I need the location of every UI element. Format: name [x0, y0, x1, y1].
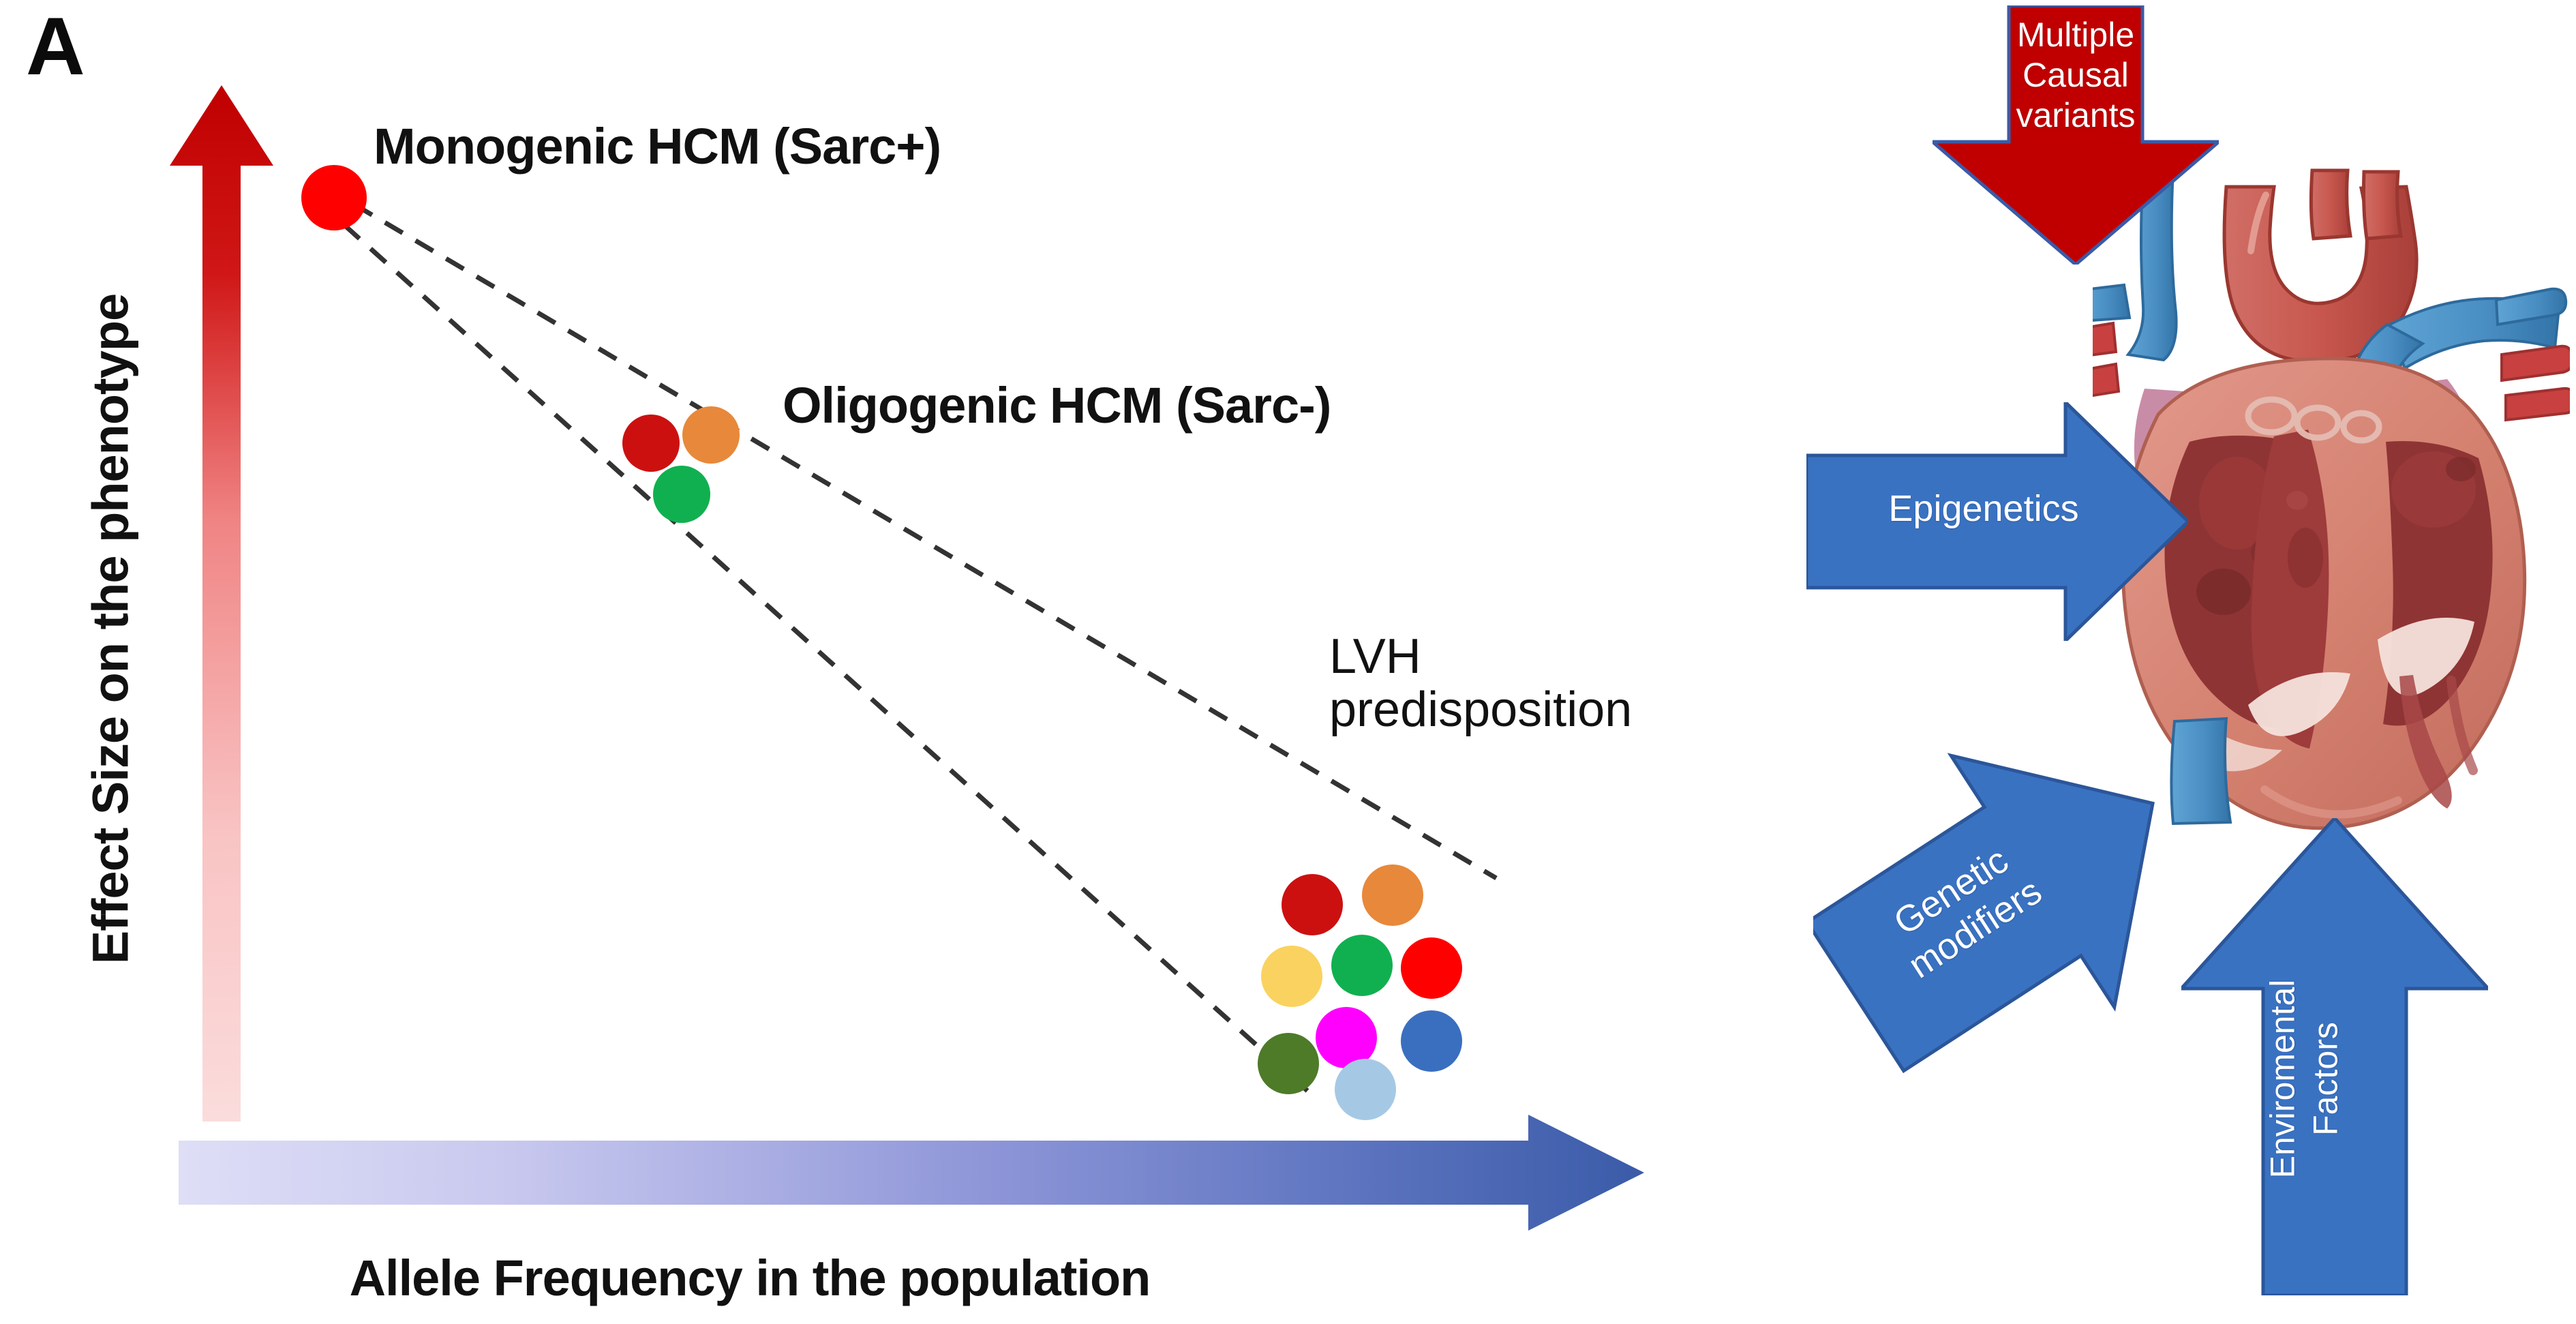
scatter-dot-lvh_predisposition-2 — [1331, 935, 1393, 996]
monogenic-label: Monogenic HCM (Sarc+) — [374, 118, 941, 175]
scatter-dot-lvh_predisposition-3 — [1401, 937, 1462, 999]
epigenetics-arrow — [1806, 402, 2188, 641]
scatter-dot-lvh_predisposition-4 — [1261, 946, 1322, 1007]
anatomical-heart-cross-section-icon — [2093, 121, 2570, 858]
genetic-modifiers-arrow — [1813, 709, 2195, 1091]
scatter-dot-oligogenic-2 — [653, 466, 710, 523]
scatter-dot-lvh_predisposition-6 — [1401, 1010, 1462, 1072]
scatter-dot-lvh_predisposition-1 — [1362, 864, 1423, 926]
scatter-dot-oligogenic-1 — [682, 406, 740, 464]
panel-a: A — [26, 1, 1644, 1306]
lvh-label-line1: LVH — [1329, 629, 1421, 684]
x-axis-arrow — [179, 1115, 1644, 1231]
scatter-dot-lvh_predisposition-0 — [1282, 874, 1343, 935]
y-axis-arrow — [170, 85, 273, 1122]
scatter-dot-lvh_predisposition-5 — [1316, 1007, 1377, 1068]
y-axis-label: Effect Size on the phenotype — [82, 293, 139, 965]
scatter-dot-monogenic-0 — [301, 165, 367, 230]
multiple-causal-variants-arrow — [1933, 5, 2219, 265]
panel-a-letter: A — [26, 1, 85, 92]
scatter-dot-lvh_predisposition-8 — [1335, 1059, 1396, 1120]
oligogenic-label: Oligogenic HCM (Sarc-) — [783, 377, 1331, 434]
scatter-dot-oligogenic-0 — [622, 415, 680, 472]
scatter-dot-lvh_predisposition-7 — [1258, 1033, 1319, 1094]
x-axis-label: Allele Frequency in the population — [349, 1250, 1151, 1306]
panel-b: B — [1800, 0, 2576, 1324]
environmental-factors-arrow — [2181, 818, 2488, 1295]
lvh-label-line2: predisposition — [1329, 682, 1633, 737]
